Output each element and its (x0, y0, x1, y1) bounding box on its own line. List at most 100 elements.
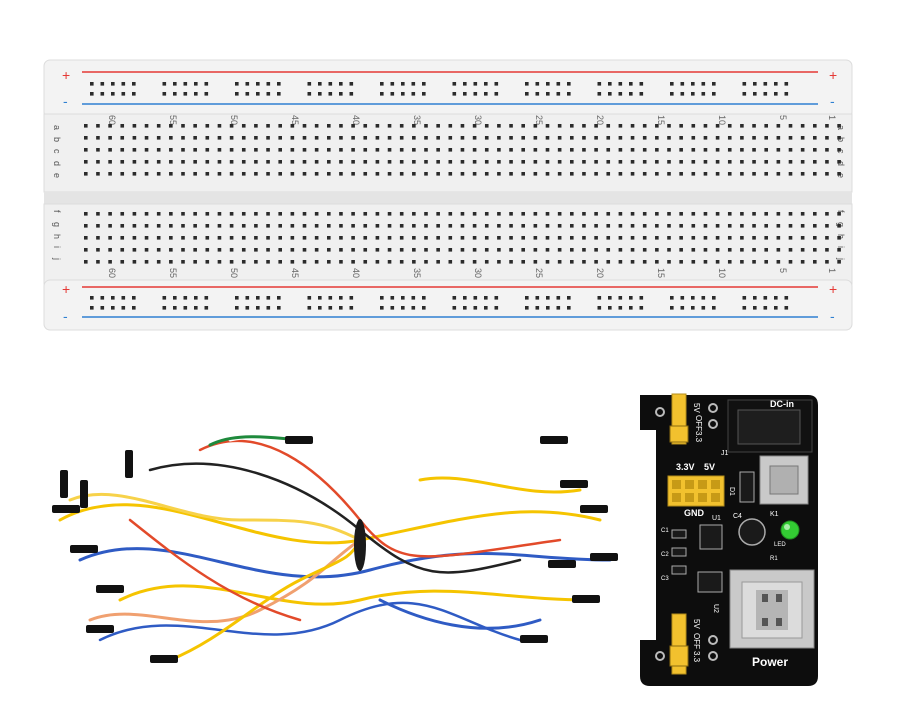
breadboard-hole[interactable] (533, 236, 538, 240)
breadboard-hole[interactable] (670, 306, 674, 310)
breadboard-hole[interactable] (525, 296, 529, 300)
breadboard-hole[interactable] (424, 148, 428, 152)
breadboard-hole[interactable] (339, 224, 343, 228)
breadboard-hole[interactable] (784, 296, 789, 300)
breadboard-hole[interactable] (582, 160, 586, 164)
breadboard-hole[interactable] (108, 236, 112, 240)
breadboard-hole[interactable] (740, 172, 744, 176)
breadboard-hole[interactable] (380, 296, 384, 300)
breadboard-hole[interactable] (351, 172, 355, 176)
breadboard-hole[interactable] (349, 92, 354, 96)
breadboard-hole[interactable] (642, 148, 647, 152)
breadboard-hole[interactable] (497, 124, 501, 128)
breadboard-hole[interactable] (800, 236, 805, 240)
breadboard-hole[interactable] (556, 92, 561, 96)
breadboard-hole[interactable] (387, 236, 392, 240)
breadboard-hole[interactable] (132, 82, 136, 86)
breadboard-hole[interactable] (776, 260, 781, 264)
breadboard-hole[interactable] (752, 224, 756, 228)
breadboard-hole[interactable] (217, 124, 222, 128)
breadboard-hole[interactable] (169, 236, 173, 240)
breadboard-hole[interactable] (567, 82, 571, 86)
breadboard-hole[interactable] (229, 136, 234, 140)
breadboard-hole[interactable] (740, 248, 744, 252)
breadboard-hole[interactable] (727, 224, 732, 228)
breadboard-hole[interactable] (181, 172, 185, 176)
breadboard-hole[interactable] (401, 306, 405, 310)
breadboard-hole[interactable] (84, 160, 88, 164)
breadboard-hole[interactable] (570, 212, 574, 216)
breadboard-hole[interactable] (132, 160, 137, 164)
breadboard-hole[interactable] (509, 248, 513, 252)
breadboard-hole[interactable] (412, 172, 416, 176)
breadboard-hole[interactable] (752, 248, 756, 252)
breadboard-hole[interactable] (594, 236, 598, 240)
breadboard-hole[interactable] (667, 224, 671, 228)
breadboard-hole[interactable] (606, 224, 611, 228)
breadboard-hole[interactable] (412, 124, 416, 128)
breadboard-hole[interactable] (825, 236, 829, 240)
breadboard-hole[interactable] (339, 260, 343, 264)
breadboard-hole[interactable] (472, 136, 477, 140)
breadboard-hole[interactable] (703, 248, 708, 252)
breadboard-hole[interactable] (351, 212, 355, 216)
breadboard-hole[interactable] (567, 92, 571, 96)
breadboard-hole[interactable] (597, 92, 602, 96)
breadboard-hole[interactable] (144, 136, 149, 140)
breadboard-hole[interactable] (642, 172, 647, 176)
breadboard-hole[interactable] (314, 136, 319, 140)
breadboard-hole[interactable] (339, 236, 343, 240)
breadboard-hole[interactable] (193, 260, 197, 264)
breadboard-hole[interactable] (266, 82, 271, 86)
breadboard-hole[interactable] (497, 248, 501, 252)
breadboard-hole[interactable] (608, 306, 612, 310)
breadboard-hole[interactable] (120, 124, 125, 128)
breadboard-hole[interactable] (401, 92, 405, 96)
breadboard-hole[interactable] (90, 306, 94, 310)
breadboard-hole[interactable] (96, 224, 100, 228)
breadboard-hole[interactable] (727, 124, 732, 128)
breadboard-hole[interactable] (642, 236, 647, 240)
breadboard-hole[interactable] (241, 236, 246, 240)
breadboard-hole[interactable] (582, 136, 586, 140)
breadboard-hole[interactable] (363, 172, 368, 176)
breadboard-hole[interactable] (254, 160, 258, 164)
breadboard-hole[interactable] (349, 82, 354, 86)
breadboard-hole[interactable] (752, 212, 756, 216)
breadboard-hole[interactable] (509, 172, 513, 176)
breadboard-hole[interactable] (204, 92, 209, 96)
breadboard-hole[interactable] (521, 124, 525, 128)
breadboard-hole[interactable] (703, 172, 708, 176)
breadboard-hole[interactable] (837, 124, 841, 128)
breadboard-hole[interactable] (241, 136, 246, 140)
breadboard-hole[interactable] (788, 236, 793, 240)
breadboard-hole[interactable] (424, 236, 428, 240)
breadboard-hole[interactable] (448, 160, 453, 164)
breadboard-hole[interactable] (84, 136, 88, 140)
breadboard-hole[interactable] (691, 248, 696, 252)
breadboard-hole[interactable] (473, 92, 478, 96)
breadboard-hole[interactable] (387, 148, 392, 152)
breadboard-hole[interactable] (412, 248, 416, 252)
breadboard-hole[interactable] (84, 124, 88, 128)
breadboard-hole[interactable] (630, 224, 635, 228)
breadboard-hole[interactable] (800, 172, 805, 176)
breadboard-hole[interactable] (545, 260, 550, 264)
breadboard-hole[interactable] (545, 172, 550, 176)
breadboard-hole[interactable] (460, 248, 465, 252)
breadboard-hole[interactable] (318, 82, 322, 86)
breadboard-hole[interactable] (545, 212, 550, 216)
breadboard-hole[interactable] (629, 296, 633, 300)
breadboard-hole[interactable] (712, 82, 716, 86)
breadboard-hole[interactable] (667, 148, 671, 152)
breadboard-hole[interactable] (277, 92, 281, 96)
breadboard-hole[interactable] (241, 260, 246, 264)
breadboard-hole[interactable] (642, 136, 647, 140)
breadboard-hole[interactable] (691, 92, 695, 96)
breadboard-hole[interactable] (363, 224, 368, 228)
breadboard-hole[interactable] (472, 224, 477, 228)
breadboard-hole[interactable] (763, 92, 768, 96)
breadboard-hole[interactable] (217, 172, 222, 176)
breadboard-hole[interactable] (594, 260, 598, 264)
breadboard-hole[interactable] (108, 212, 112, 216)
